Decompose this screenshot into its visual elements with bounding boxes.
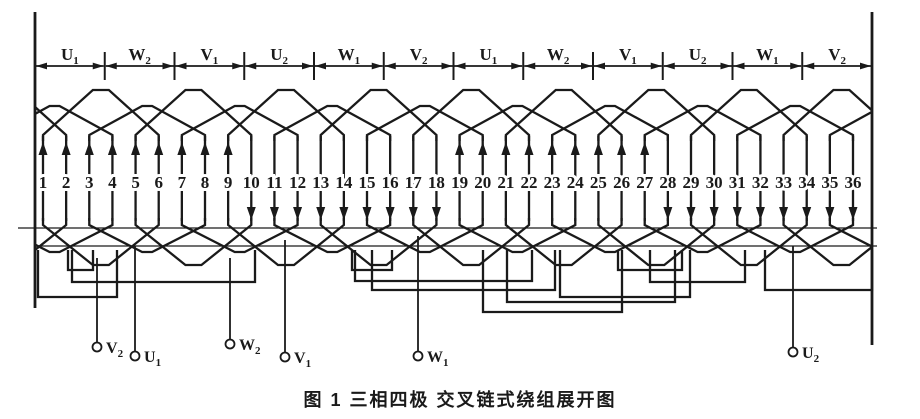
slot-conductors — [38, 136, 858, 221]
slot-number: 14 — [335, 173, 353, 192]
slot-number: 3 — [85, 173, 94, 192]
phase-ruler: U1 W2 V1 U2 W1 V2 U1 W2 V1 U2 W1 V2 — [36, 45, 871, 80]
phase-section-label: W2 — [547, 45, 570, 67]
terminal-label: U2 — [802, 345, 820, 365]
slot-number: 6 — [154, 173, 163, 192]
phase-section-label: V2 — [828, 45, 846, 67]
phase-section-label: U1 — [61, 45, 79, 67]
slot-number: 23 — [544, 173, 561, 192]
slot-number: 11 — [266, 173, 282, 192]
slot-number: 8 — [201, 173, 210, 192]
slot-number: 12 — [289, 173, 306, 192]
slot-number: 32 — [752, 173, 769, 192]
slot-number: 28 — [659, 173, 676, 192]
terminal-label: U1 — [144, 349, 161, 369]
slot-number: 29 — [683, 173, 700, 192]
slot-number: 19 — [451, 173, 468, 192]
phase-section-label: U2 — [689, 45, 707, 67]
phase-section-label: V2 — [410, 45, 428, 67]
phase-section-label: W2 — [128, 45, 151, 67]
slot-number: 10 — [243, 173, 260, 192]
slot-number: 21 — [497, 173, 514, 192]
terminal-label: W2 — [239, 337, 261, 357]
terminal-circle — [129, 350, 141, 362]
slot-number: 1 — [39, 173, 48, 192]
slot-number: 15 — [359, 173, 376, 192]
slot-number: 24 — [567, 173, 585, 192]
terminal-circle — [91, 341, 103, 353]
phase-section-label: V1 — [619, 45, 637, 67]
frame-borders — [33, 12, 874, 345]
phase-section-label: V1 — [200, 45, 218, 67]
terminal-label: W1 — [427, 349, 449, 369]
terminal-circle — [279, 351, 291, 363]
slot-number: 5 — [131, 173, 140, 192]
terminal-label: V1 — [294, 350, 311, 370]
slot-number: 18 — [428, 173, 445, 192]
slot-number: 9 — [224, 173, 233, 192]
slot-number: 26 — [613, 173, 630, 192]
slot-number: 27 — [636, 173, 654, 192]
slot-number: 33 — [775, 173, 792, 192]
slot-number: 31 — [729, 173, 746, 192]
slot-number: 13 — [312, 173, 329, 192]
slot-number: 25 — [590, 173, 607, 192]
slot-number: 4 — [108, 173, 117, 192]
slot-number: 16 — [382, 173, 399, 192]
figure-caption: 图 1 三相四极 交叉链式绕组展开图 — [303, 389, 616, 410]
phase-section-label: W1 — [756, 45, 779, 67]
slot-number: 36 — [845, 173, 862, 192]
terminal-label: V2 — [106, 340, 124, 360]
terminal-circle — [224, 338, 236, 350]
core-baselines — [18, 227, 877, 247]
group-jumper-wires — [36, 250, 874, 314]
slot-number: 17 — [405, 173, 423, 192]
slot-number: 30 — [706, 173, 723, 192]
phase-section-label: W1 — [338, 45, 361, 67]
slot-number: 2 — [62, 173, 71, 192]
phase-section-label: U2 — [270, 45, 288, 67]
phase-section-label: U1 — [479, 45, 497, 67]
terminal-circle — [412, 350, 424, 362]
terminal-circle — [787, 346, 799, 358]
slot-number: 34 — [798, 173, 816, 192]
slot-number: 7 — [178, 173, 187, 192]
slot-number: 35 — [821, 173, 838, 192]
slot-number: 22 — [521, 173, 538, 192]
slot-number: 20 — [474, 173, 491, 192]
